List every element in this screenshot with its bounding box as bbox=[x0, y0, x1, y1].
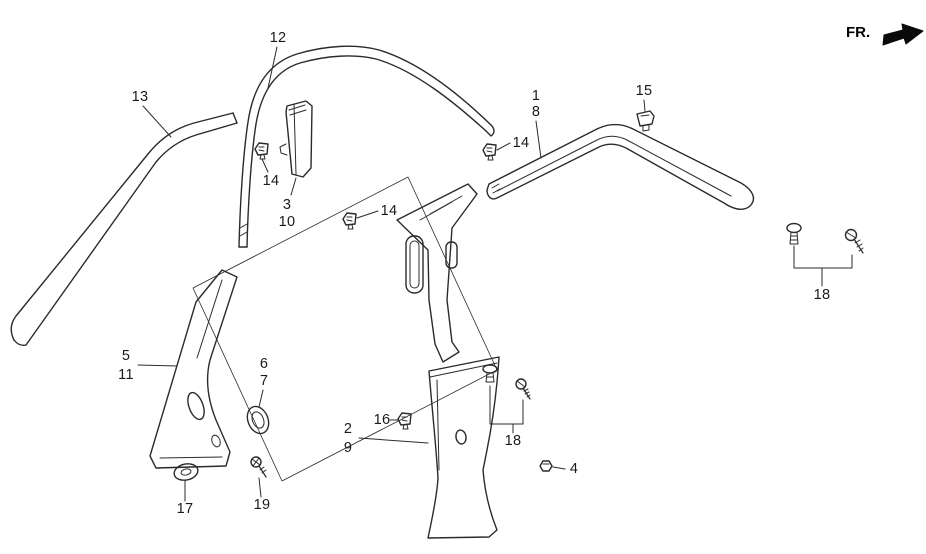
callout-9: 9 bbox=[343, 440, 353, 456]
screw-fastener-18-right bbox=[786, 222, 864, 254]
callout-13: 13 bbox=[131, 89, 149, 105]
roof-side-garnish-1-8 bbox=[486, 123, 755, 210]
callout-4: 4 bbox=[569, 461, 579, 477]
screw-fastener-18-center bbox=[482, 364, 531, 400]
pillar-garnish-upper-3-10 bbox=[279, 100, 313, 178]
callout-12: 12 bbox=[269, 30, 287, 46]
callout-18-center: 18 bbox=[504, 433, 522, 449]
grommet-6-7 bbox=[246, 405, 270, 435]
screw-19 bbox=[250, 456, 267, 478]
callout-7: 7 bbox=[259, 373, 269, 389]
clip-14 bbox=[254, 142, 269, 160]
callout-18-right: 18 bbox=[813, 287, 831, 303]
callout-14-a: 14 bbox=[262, 173, 280, 189]
callout-8: 8 bbox=[531, 104, 541, 120]
callout-6: 6 bbox=[259, 356, 269, 372]
clip-14 bbox=[342, 212, 357, 230]
callout-11: 11 bbox=[118, 367, 134, 383]
fr-direction-arrow bbox=[882, 23, 924, 46]
callout-14-b: 14 bbox=[380, 203, 398, 219]
door-opening-seal-13 bbox=[10, 112, 238, 347]
callout-14-c: 14 bbox=[512, 135, 530, 151]
roof-drip-molding-12 bbox=[238, 45, 495, 248]
nut-4 bbox=[539, 460, 553, 472]
callout-10: 10 bbox=[278, 214, 296, 230]
callout-3: 3 bbox=[282, 197, 292, 213]
callout-2: 2 bbox=[343, 421, 353, 437]
callout-16: 16 bbox=[373, 412, 391, 428]
callout-1: 1 bbox=[531, 88, 541, 104]
clip-15 bbox=[636, 110, 655, 132]
center-pillar-lower-garnish-2-9 bbox=[427, 356, 500, 539]
callout-5: 5 bbox=[121, 348, 131, 364]
grommet-17 bbox=[173, 463, 199, 481]
callout-17: 17 bbox=[176, 501, 194, 517]
leader-lines bbox=[137, 46, 853, 502]
callout-19: 19 bbox=[253, 497, 271, 513]
fr-direction-label: FR. bbox=[846, 24, 871, 41]
center-pillar-upper-trim bbox=[396, 183, 478, 363]
clip-14 bbox=[482, 143, 497, 161]
front-pillar-garnish-5-11 bbox=[149, 269, 238, 469]
callout-15: 15 bbox=[635, 83, 653, 99]
